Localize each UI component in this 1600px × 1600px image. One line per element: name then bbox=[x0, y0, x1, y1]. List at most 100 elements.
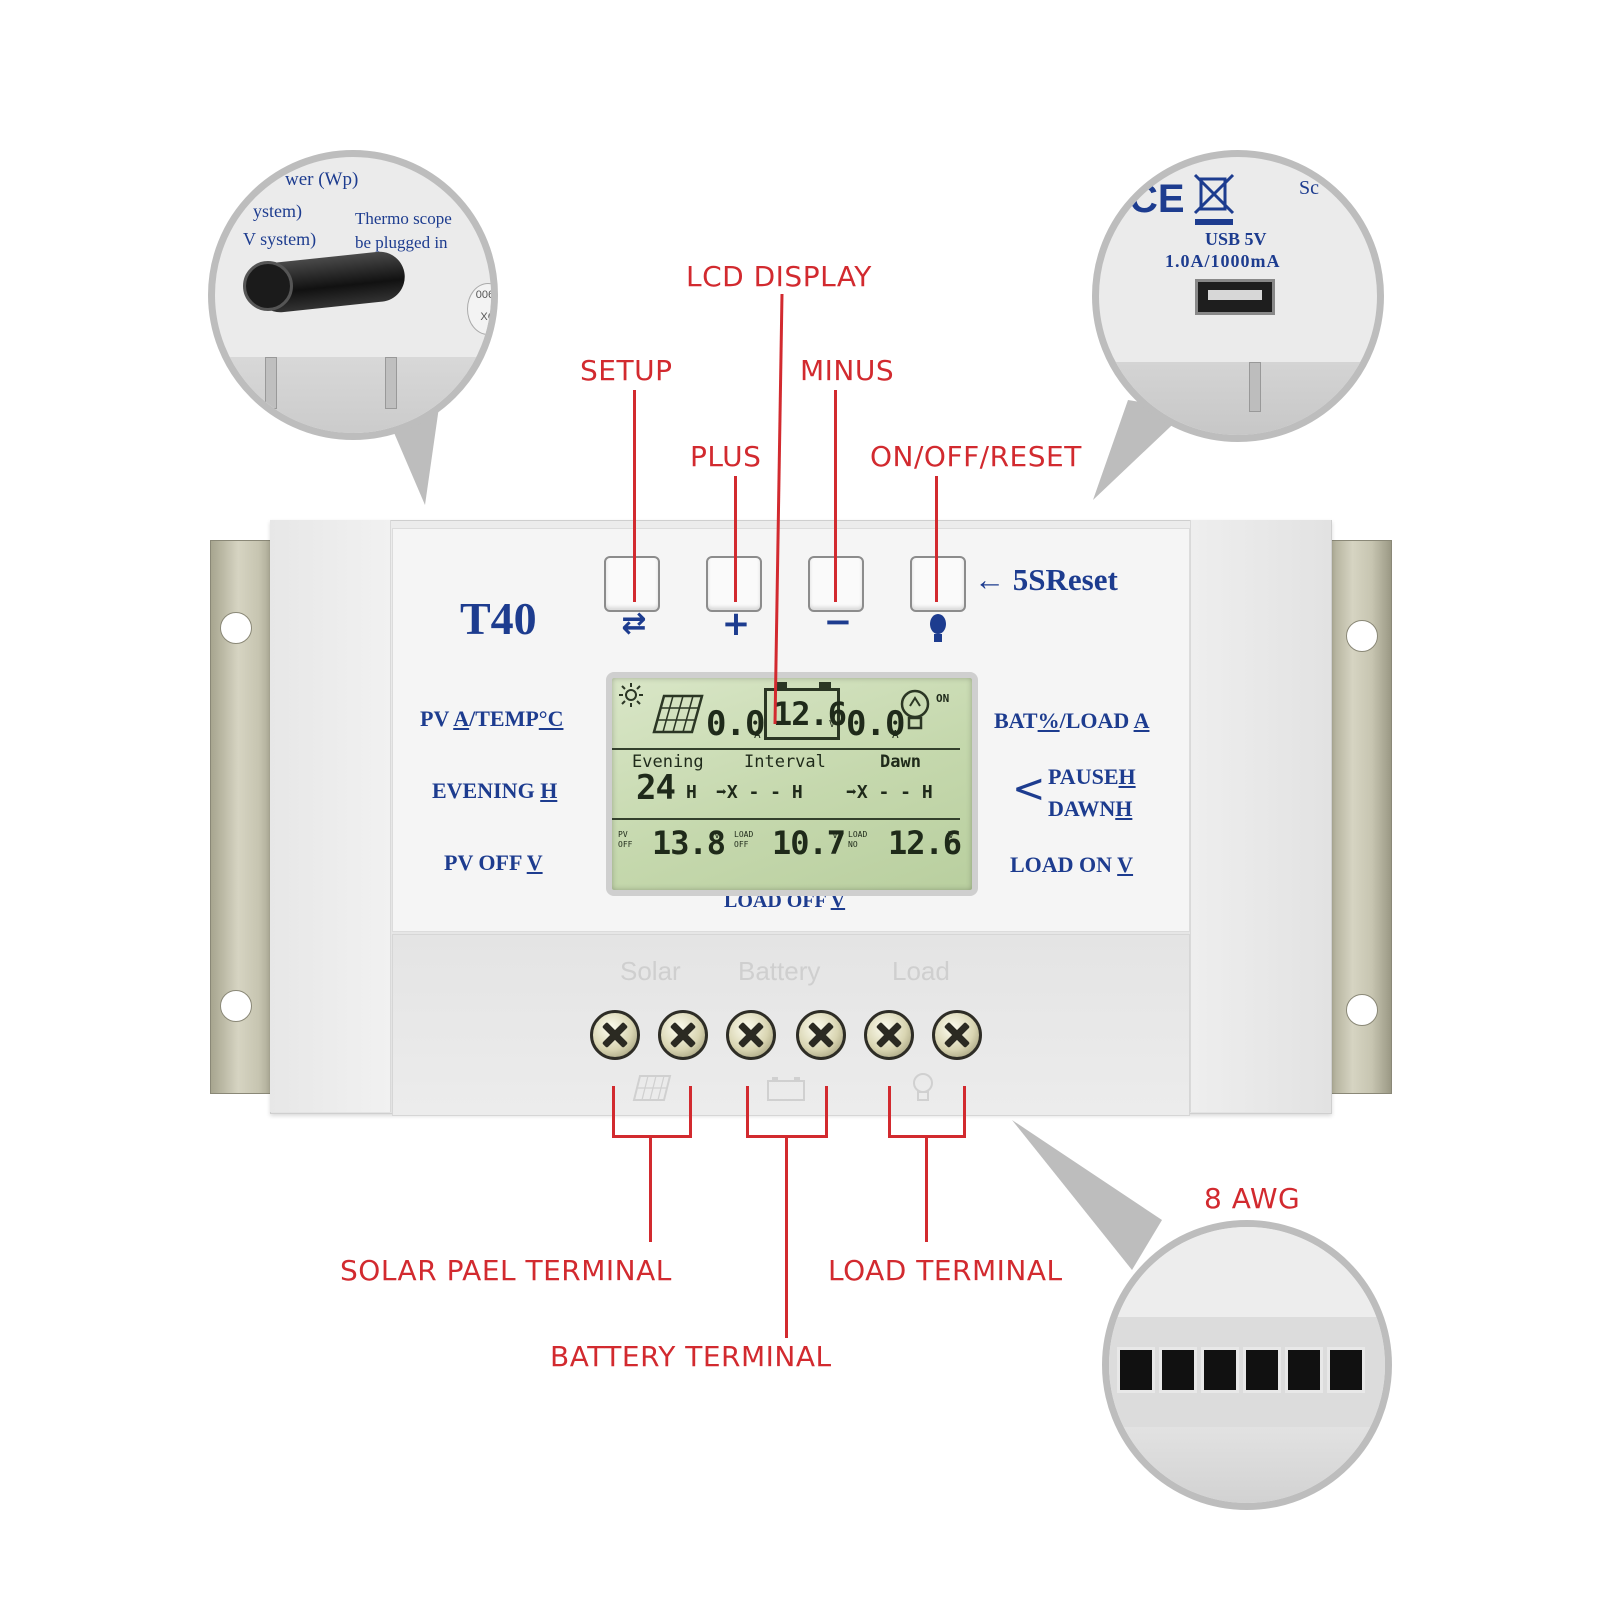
load-bulb-icon bbox=[900, 689, 930, 730]
controller-side-right bbox=[1190, 520, 1331, 1112]
terminal-label-battery: Battery bbox=[738, 956, 821, 986]
terminal-label-solar: Solar bbox=[620, 956, 681, 986]
callout-setup: SETUP bbox=[580, 354, 673, 387]
label-part: V bbox=[526, 850, 543, 875]
label-dawn: DAWNH bbox=[1048, 796, 1132, 822]
solar-terminal-icon bbox=[632, 1075, 672, 1101]
solar-positive-screw[interactable] bbox=[658, 1010, 708, 1060]
battery-negative-screw[interactable] bbox=[796, 1010, 846, 1060]
evening-hours-unit: H bbox=[686, 782, 697, 803]
label-part: H bbox=[1118, 764, 1136, 789]
usb-port-tongue bbox=[1208, 290, 1262, 300]
wire-hole bbox=[1201, 1347, 1239, 1393]
wire-hole bbox=[1243, 1347, 1281, 1393]
magnifier-bottom-top bbox=[1109, 1227, 1385, 1317]
load-negative-screw[interactable] bbox=[932, 1010, 982, 1060]
mounting-hole bbox=[1346, 620, 1378, 652]
callout-minus: MINUS bbox=[800, 354, 895, 387]
callout-lcd-line bbox=[773, 294, 784, 725]
load-off-unit: V bbox=[832, 830, 839, 841]
model-name: T40 bbox=[460, 593, 537, 644]
ce-mark: CE bbox=[1129, 177, 1185, 221]
minus-icon: − bbox=[823, 602, 853, 642]
controller-side-left bbox=[270, 520, 391, 1112]
load-amps-value: 0.0 bbox=[846, 704, 905, 744]
label-part: BAT bbox=[994, 708, 1038, 733]
label-part: /TEMP bbox=[469, 706, 539, 731]
battery-positive-screw[interactable] bbox=[726, 1010, 776, 1060]
pv-amps-value: 0.0 bbox=[706, 704, 765, 744]
magnifier-left-base bbox=[215, 357, 491, 433]
label-part: V bbox=[1117, 852, 1134, 877]
pause-dawn-bracket: < bbox=[1012, 766, 1046, 812]
magnifier-left: wer (Wp) ystem) V system) Thermo scope b… bbox=[208, 150, 498, 440]
solar-negative-screw[interactable] bbox=[590, 1010, 640, 1060]
label-pv-temp: PV A/TEMP°C bbox=[420, 706, 563, 732]
usb-label: USB 5V bbox=[1205, 229, 1267, 249]
terminal-label-load: Load bbox=[892, 956, 950, 986]
sun-icon bbox=[619, 683, 643, 707]
load-on-unit: V bbox=[948, 830, 955, 841]
label-part: /LOAD bbox=[1059, 708, 1134, 733]
solar-terminal-line bbox=[649, 1138, 652, 1242]
label-part: A bbox=[1133, 708, 1150, 733]
wire-hole bbox=[1327, 1347, 1365, 1393]
label-part: °C bbox=[538, 706, 564, 731]
battery-icon: 12.6 V bbox=[764, 682, 847, 740]
label-pause: PAUSEH bbox=[1048, 764, 1136, 790]
setup-button[interactable] bbox=[604, 556, 660, 612]
callout-awg: 8 AWG bbox=[1204, 1182, 1301, 1215]
magnifier-bottom bbox=[1102, 1220, 1392, 1510]
usb-port[interactable] bbox=[1195, 279, 1275, 315]
magnifier-right-base bbox=[1099, 362, 1377, 435]
dawn-value: ➡X - - H bbox=[846, 782, 933, 803]
load-off-tag: LOAD OFF bbox=[734, 830, 754, 849]
thermo-text: Thermo scope bbox=[355, 209, 452, 228]
sticker-text: XC bbox=[480, 311, 496, 323]
spec-text: V system) bbox=[243, 229, 317, 249]
interval-label: Interval bbox=[744, 752, 826, 772]
callout-setup-line bbox=[633, 390, 636, 602]
callout-on-off-reset: ON/OFF/RESET bbox=[870, 440, 1082, 473]
probe-plug-icon bbox=[243, 261, 293, 311]
load-terminal-bracket bbox=[888, 1086, 966, 1138]
label-part: A bbox=[453, 706, 470, 731]
lcd-display: 0.0 A 12.6 V 0.0 A ON Evening Interval D… bbox=[606, 672, 978, 896]
label-part: EVENING bbox=[432, 778, 541, 803]
mounting-hole bbox=[1346, 994, 1378, 1026]
onoff-reset-button[interactable] bbox=[910, 556, 966, 612]
load-off-value: 10.7 bbox=[772, 824, 846, 862]
magnifier-left-fin bbox=[385, 357, 397, 409]
load-terminal-icon bbox=[913, 1073, 933, 1101]
callout-load-terminal: LOAD TERMINAL bbox=[828, 1254, 1063, 1287]
evening-hours-value: 24 bbox=[636, 768, 676, 808]
wire-hole bbox=[1285, 1347, 1323, 1393]
interval-value: ➡X - - H bbox=[716, 782, 803, 803]
solar-panel-icon bbox=[652, 694, 704, 734]
callout-plus-line bbox=[734, 476, 737, 602]
bulb-icon bbox=[930, 614, 946, 642]
callout-battery-terminal: BATTERY TERMINAL bbox=[550, 1340, 832, 1373]
magnifier-right-fin bbox=[1249, 362, 1261, 412]
load-on-value: 12.6 bbox=[888, 824, 962, 862]
side-sticker: 0060 XC bbox=[467, 283, 496, 335]
dawn-label: Dawn bbox=[880, 752, 921, 772]
lcd-divider bbox=[612, 748, 960, 750]
pv-off-value: 13.8 bbox=[652, 824, 726, 862]
battery-voltage-value: 12.6 bbox=[773, 695, 847, 733]
magnifier-right: CE Sc USB 5V 1.0A/1000mA bbox=[1092, 150, 1384, 442]
magnifier-bottom-base bbox=[1109, 1427, 1385, 1503]
evening-label: Evening bbox=[632, 752, 704, 772]
load-amps-unit: A bbox=[892, 728, 899, 741]
label-part: H bbox=[1115, 796, 1133, 821]
load-positive-screw[interactable] bbox=[864, 1010, 914, 1060]
spec-text: ystem) bbox=[253, 201, 302, 221]
lcd-divider bbox=[612, 818, 960, 820]
label-part: LOAD ON bbox=[1010, 852, 1118, 877]
label-part: PV bbox=[420, 706, 454, 731]
load-on-flag: ON bbox=[936, 692, 950, 705]
reset-hint: ← 5SReset bbox=[974, 562, 1118, 597]
label-part: PAUSE bbox=[1048, 764, 1119, 789]
callout-lcd-display: LCD DISPLAY bbox=[686, 260, 872, 293]
battery-terminal-cap bbox=[775, 682, 787, 688]
